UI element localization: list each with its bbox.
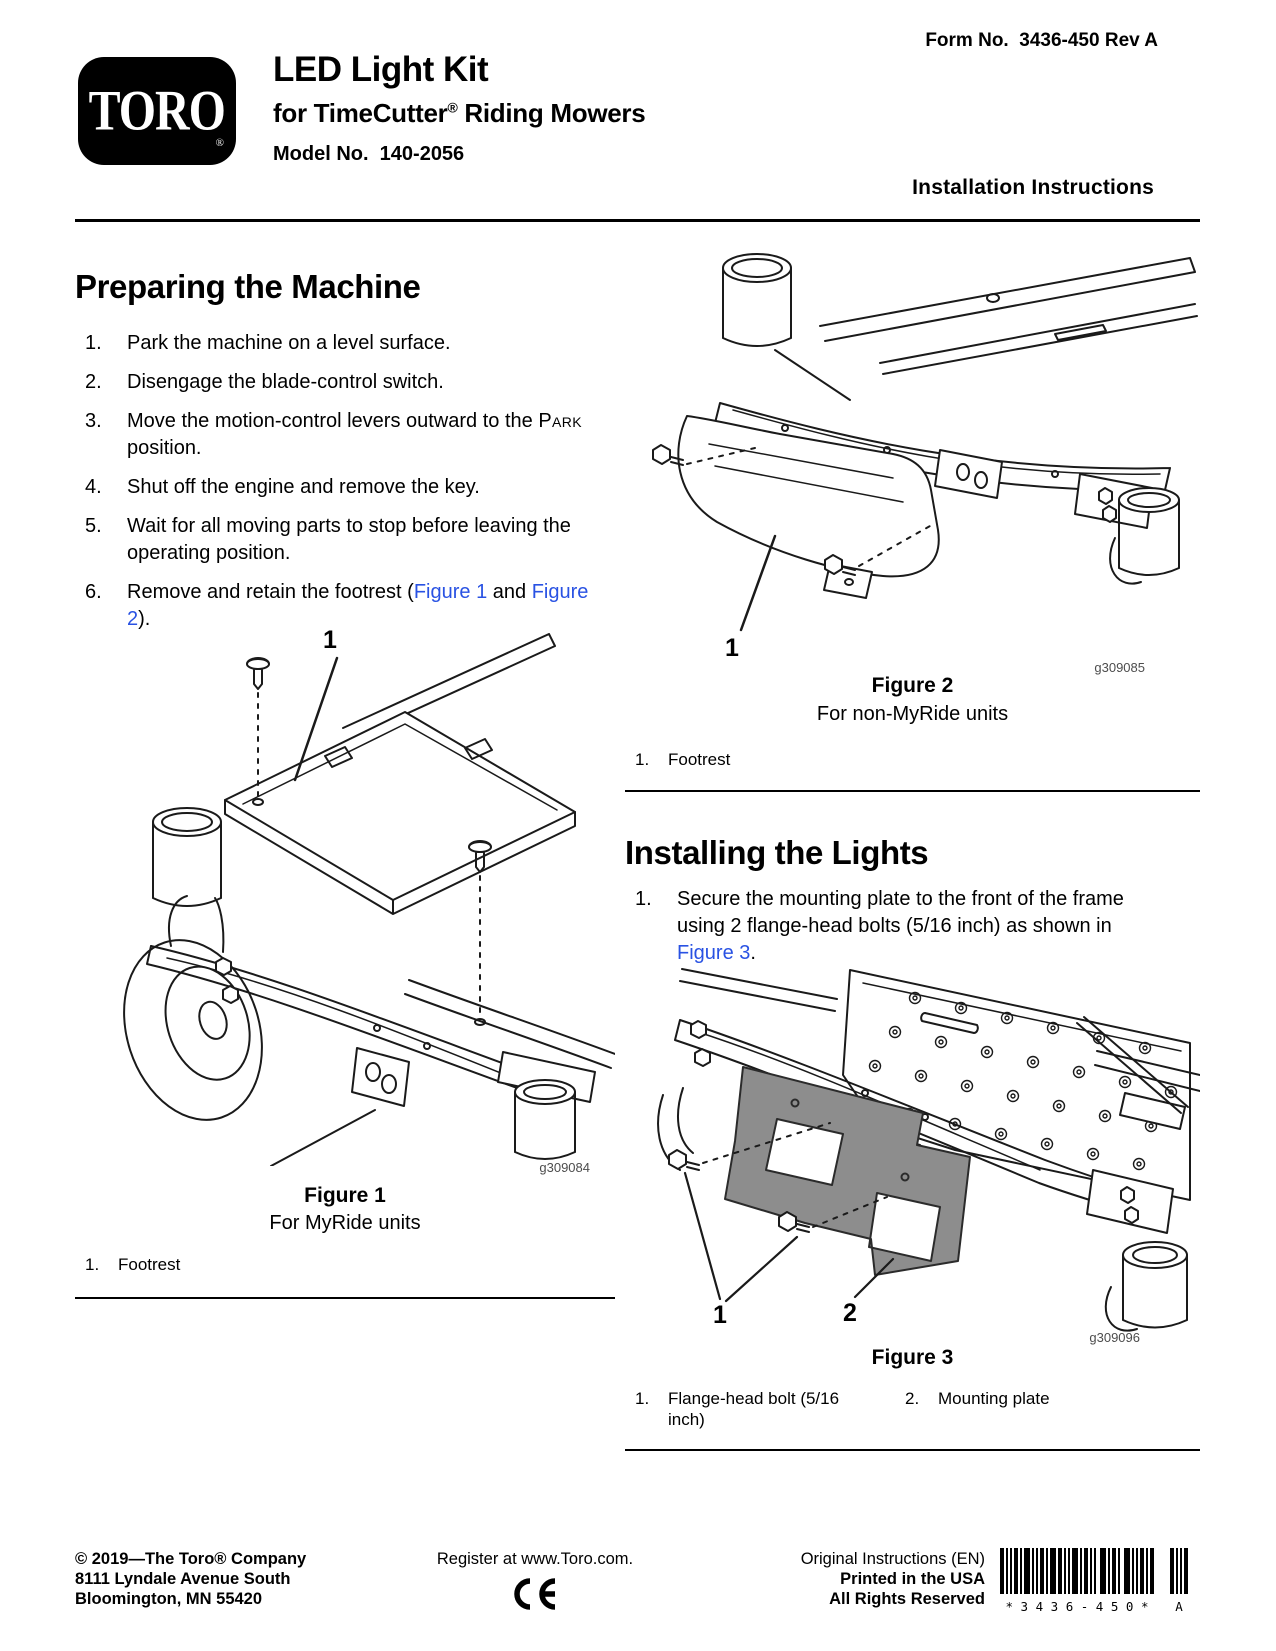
list-item: 5. Wait for all moving parts to stop bef…: [85, 515, 571, 564]
copyright-line: © 2019—The Toro® Company: [75, 1550, 307, 1568]
toro-logo: TORO ®: [78, 57, 236, 165]
bolt-icon: [778, 1211, 810, 1233]
figure-3-callout-1: 1: [713, 1301, 727, 1329]
figure-1-legend: 1. Footrest: [85, 1255, 181, 1274]
installing-steps: 1. Secure the mounting plate to the fron…: [635, 886, 1180, 979]
footer-rights-block: Original Instructions (EN) Printed in th…: [801, 1549, 985, 1609]
caster-wheel: [123, 939, 263, 1121]
list-item: 1. Park the machine on a level surface.: [85, 332, 451, 354]
title-block: LED Light Kit for TimeCutter® Riding Mow…: [273, 50, 646, 166]
figure-3-caption: Figure 3: [871, 1346, 954, 1369]
hex-bolt-icon: [690, 1020, 711, 1067]
figure-2-drawing: [652, 253, 1198, 632]
hex-bolt-icon: [1098, 487, 1117, 523]
mounting-plate: [724, 1066, 971, 1276]
original-instructions: Original Instructions (EN): [800, 1550, 985, 1568]
figure-1-link[interactable]: Figure 1: [413, 581, 488, 603]
right-column-divider-1: [625, 790, 1200, 792]
registered-mark-icon: ®: [447, 99, 458, 116]
address-line-2: Bloomington, MN 55420: [75, 1590, 263, 1608]
doc-type-label: Installation Instructions: [912, 176, 1154, 199]
figure-1-callout-1: 1: [323, 626, 337, 654]
screw-icon: [468, 840, 492, 873]
figure-3: 1 2: [625, 965, 1200, 1340]
screw-icon: [246, 657, 270, 690]
figure-3-callout-2: 2: [843, 1299, 857, 1327]
preparing-heading: Preparing the Machine: [75, 268, 421, 305]
caster-post: [152, 807, 222, 907]
footrest-plate: [224, 711, 576, 1026]
bolt-icon: [652, 444, 684, 466]
hex-bolt-icon: [222, 985, 239, 1004]
footer-company-block: © 2019—The Toro® Company 8111 Lyndale Av…: [75, 1549, 306, 1609]
bolt-icon: [668, 1149, 700, 1171]
barcode-bars-icon: [1000, 1548, 1188, 1594]
register-text: Register at www.Toro.com.: [436, 1550, 634, 1568]
address-line-1: 8111 Lyndale Avenue South: [75, 1570, 291, 1588]
page-title: LED Light Kit: [273, 50, 489, 89]
figure-2-graphic-id: g309085: [1094, 660, 1145, 675]
list-item: 3. Move the motion-control levers outwar…: [85, 410, 583, 459]
figure-3-legend-item-1: 1. Flange-head bolt (5/16 inch): [635, 1389, 840, 1429]
park-smallcaps: Park: [538, 410, 583, 432]
list-item: 2. Disengage the blade-control switch.: [85, 371, 444, 393]
printed-in: Printed in the USA: [840, 1570, 985, 1588]
hex-bolt-icon: [215, 957, 232, 976]
figure-2-link[interactable]: Figure 2: [127, 581, 589, 630]
model-number: Model No. 140-2056: [273, 142, 465, 165]
bolt-icon: [824, 554, 856, 576]
footrest-bumper: [677, 415, 940, 599]
all-rights-reserved: All Rights Reserved: [829, 1590, 985, 1608]
figure-2-legend: 1. Footrest: [635, 750, 731, 769]
toro-logo-text: TORO: [88, 79, 226, 143]
right-column-divider-2: [625, 1449, 1200, 1451]
floor-pan: [842, 969, 1191, 1201]
figure-1-drawing: [123, 633, 615, 1166]
frame-post: [722, 253, 792, 347]
figure-2-subcaption: For non-MyRide units: [816, 703, 1009, 725]
footer-register-block: Register at www.Toro.com.: [385, 1549, 685, 1617]
left-column-divider: [75, 1297, 615, 1299]
barcode-text: * 3 4 3 6 - 4 5 0 *: [1005, 1599, 1149, 1614]
barcode: * 3 4 3 6 - 4 5 0 * A: [1000, 1548, 1190, 1614]
list-item: 1. Secure the mounting plate to the fron…: [635, 888, 1124, 964]
toro-logo-registered-icon: ®: [215, 137, 224, 149]
figure-3-drawing: [657, 968, 1200, 1332]
figure-1-caption: Figure 1: [304, 1184, 386, 1207]
page-subtitle: for TimeCutter® Riding Mowers: [273, 97, 646, 128]
list-item: 6. Remove and retain the footrest (Figur…: [85, 581, 589, 630]
figure-2-callout-1: 1: [725, 634, 739, 662]
ce-mark-icon: [514, 1578, 556, 1610]
figure-3-graphic-id: g309096: [1089, 1330, 1140, 1345]
figure-3-link[interactable]: Figure 3: [677, 942, 751, 964]
figure-2-caption: Figure 2: [871, 674, 954, 697]
form-number: Form No. 3436-450 Rev A: [925, 30, 1158, 51]
header-divider: [75, 219, 1200, 222]
figure-1-graphic-id: g309084: [539, 1160, 590, 1175]
list-item: 4. Shut off the engine and remove the ke…: [85, 476, 480, 498]
preparing-steps: 1. Park the machine on a level surface. …: [85, 330, 615, 645]
hex-bolt-icon: [1120, 1186, 1139, 1224]
figure-1: 1: [75, 600, 615, 1166]
figure-3-legend-item-2: 2. Mounting plate: [905, 1389, 1050, 1408]
barcode-revision: A: [1175, 1599, 1183, 1614]
installing-heading: Installing the Lights: [625, 834, 929, 871]
figure-2: 1: [625, 238, 1200, 666]
figure-1-subcaption: For MyRide units: [269, 1212, 421, 1234]
